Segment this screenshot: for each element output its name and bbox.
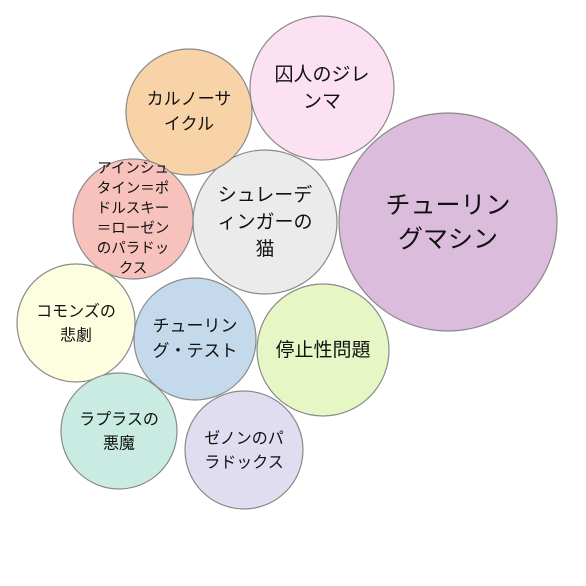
bubble-label-line: グマシン — [398, 225, 498, 254]
bubble-label-line: クス — [119, 260, 148, 277]
bubble-label-line: 悲劇 — [60, 326, 92, 345]
bubble-label-line: ＝ローゼン — [97, 220, 170, 237]
bubble-label-line: グ・テスト — [153, 342, 238, 362]
bubble-circle-turing-test — [133, 277, 257, 401]
bubble-label-line: のパラドッ — [97, 240, 170, 257]
bubble-label-line: シュレーデ — [218, 184, 313, 206]
bubble-label-line: 猫 — [255, 238, 274, 260]
bubble-label-line: チューリン — [385, 191, 510, 220]
bubble-halting-problem: 停止性問題 — [256, 283, 390, 417]
bubble-label-line: ンマ — [303, 91, 341, 113]
bubble-circle-halting-problem — [256, 283, 390, 417]
bubble-label-line: 停止性問題 — [275, 339, 370, 361]
bubble-label-line: 囚人のジレ — [274, 64, 369, 86]
bubble-circle-turing-machine — [338, 112, 558, 332]
bubble-label-line: ラプラスの — [79, 410, 159, 429]
bubble-label-line: ゼノンのパ — [204, 429, 284, 448]
bubble-circle-tragedy-of-commons — [16, 263, 136, 383]
bubble-label-line: ィンガーの — [217, 211, 312, 233]
bubble-label-line: ラドックス — [204, 453, 284, 472]
bubble-circle-epr-paradox — [72, 158, 194, 280]
bubble-label-line: イクル — [164, 115, 214, 135]
bubble-label-line: カルノーサ — [147, 90, 232, 110]
bubble-label-line: アインシュ — [97, 161, 169, 177]
bubble-label-line: コモンズの — [36, 302, 116, 321]
bubble-circle-carnot-cycle — [125, 48, 253, 176]
bubble-circle-laplaces-demon — [60, 372, 178, 490]
bubble-label-line: ドルスキー — [97, 201, 170, 217]
bubble-circle-zenos-paradoxes — [184, 390, 304, 510]
bubble-circle-prisoners-dilemma — [249, 15, 395, 161]
bubble-label-line: 悪魔 — [103, 434, 135, 453]
bubble-label-line: チューリン — [153, 317, 238, 337]
bubble-label-line: タイン＝ポ — [97, 180, 170, 197]
